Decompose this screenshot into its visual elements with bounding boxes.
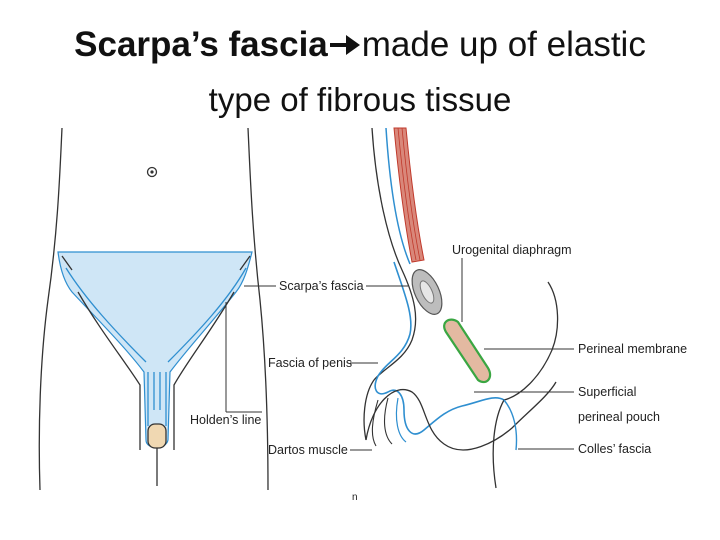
label-holdens-line: Holden’s line (190, 413, 261, 427)
title-line-1: Scarpa’s fascia made up of elastic (0, 22, 720, 68)
right-arrow-icon (329, 35, 360, 55)
scrotum-outline (365, 381, 557, 451)
label-scarpas-fascia: Scarpa’s fascia (279, 279, 364, 293)
perineum-outline (492, 281, 559, 489)
abdominal-wall (363, 127, 417, 441)
label-urogenital-diaphragm: Urogenital diaphragm (452, 243, 572, 257)
title-line-2: type of fibrous tissue (208, 81, 512, 118)
slide-title: Scarpa’s fascia made up of elastic type o… (0, 22, 720, 122)
corner-mark: n (352, 492, 358, 503)
label-fascia-of-penis: Fascia of penis (268, 356, 352, 370)
membranous-fascia-line (374, 261, 505, 435)
body-outline-right (247, 127, 269, 491)
inguinal-crease-left (65, 267, 147, 363)
perineal-membrane (443, 318, 492, 384)
label-superficial-2: perineal pouch (578, 410, 660, 424)
glans (147, 423, 167, 449)
title-rest: made up of elastic (361, 25, 646, 64)
label-superficial-1: Superficial (578, 385, 636, 399)
label-perineal-membrane: Perineal membrane (578, 342, 687, 356)
body-outline-left (38, 127, 63, 491)
sagittal-view (363, 127, 559, 489)
title-bold-term: Scarpa’s fascia (74, 25, 328, 64)
label-colles-fascia: Colles’ fascia (578, 442, 651, 456)
leader-lines (226, 258, 574, 451)
anterior-view (38, 127, 269, 491)
penis-shaft (147, 372, 167, 426)
rectus-muscle (393, 127, 425, 263)
label-dartos-muscle: Dartos muscle (268, 443, 348, 457)
inguinal-crease-right (167, 267, 247, 363)
